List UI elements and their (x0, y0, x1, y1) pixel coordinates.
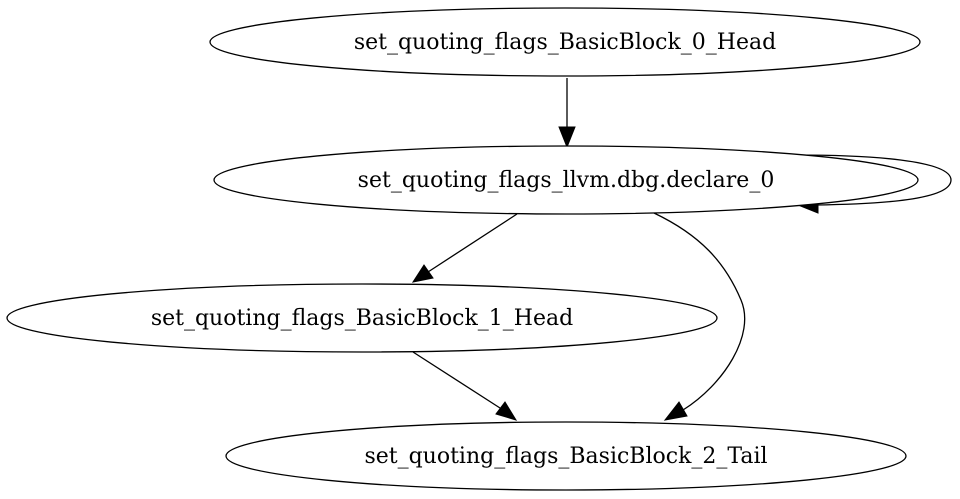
edge-declare-to-bb1 (411, 213, 518, 283)
node-ellipse (209, 7, 921, 77)
edge-bb0-to-declare (558, 78, 576, 149)
node-bb0-head[interactable]: set_quoting_flags_BasicBlock_0_Head (209, 7, 921, 77)
arrow-head (663, 401, 688, 421)
node-ellipse (225, 421, 907, 491)
node-label: set_quoting_flags_BasicBlock_1_Head (151, 306, 573, 331)
node-bb1-head[interactable]: set_quoting_flags_BasicBlock_1_Head (6, 283, 718, 353)
node-ellipse (6, 283, 718, 353)
arrow-head (495, 401, 518, 421)
edge-declare-to-bb2 (653, 212, 746, 421)
node-ellipse (213, 145, 919, 215)
arrow-head (558, 126, 576, 149)
node-bb2-tail[interactable]: set_quoting_flags_BasicBlock_2_Tail (225, 421, 907, 491)
node-label: set_quoting_flags_BasicBlock_0_Head (354, 30, 776, 55)
node-dbg-declare[interactable]: set_quoting_flags_llvm.dbg.declare_0 (213, 145, 919, 215)
node-label: set_quoting_flags_BasicBlock_2_Tail (364, 444, 767, 469)
arrow-head (411, 264, 434, 283)
edge-bb1-to-bb2 (412, 351, 518, 421)
node-label: set_quoting_flags_llvm.dbg.declare_0 (358, 168, 775, 193)
